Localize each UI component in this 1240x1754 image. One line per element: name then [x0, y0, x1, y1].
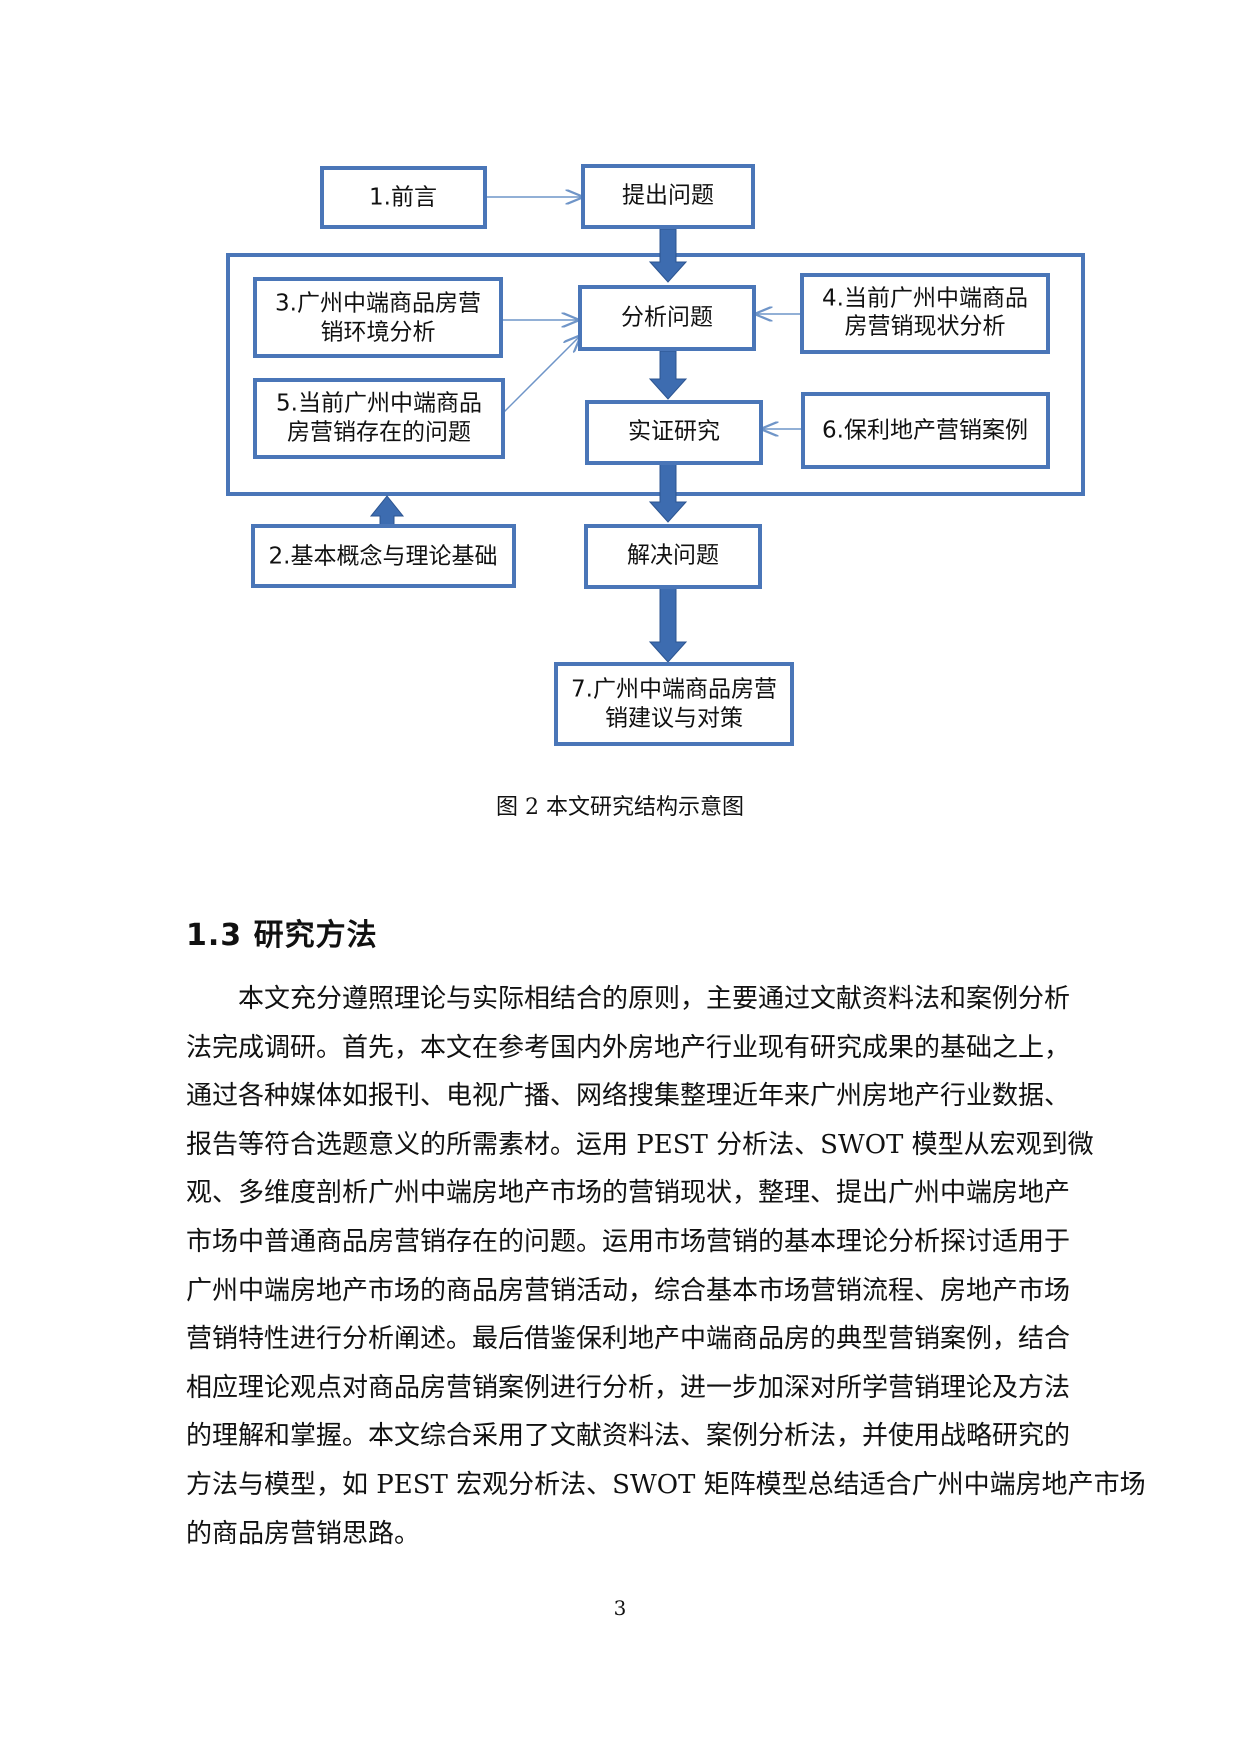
label-suggestions-2: 销建议与对策	[605, 706, 743, 732]
thick-arrow-analyze-to-empirical	[648, 350, 688, 400]
figure-caption: 图 2 本文研究结构示意图	[496, 795, 744, 820]
paragraph-line: 的理解和掌握。本文综合采用了文献资料法、案例分析法，并使用战略研究的	[186, 1421, 1071, 1452]
box-intro	[320, 166, 487, 229]
paragraph-line: 相应理论观点对商品房营销案例进行分析，进一步加深对所学营销理论及方法	[186, 1372, 1071, 1403]
paragraph-line: 的商品房营销思路。	[186, 1518, 421, 1549]
label-issues-1: 5.当前广州中端商品	[276, 391, 482, 417]
box-theory	[251, 524, 516, 588]
paragraph-line: 报告等符合选题意义的所需素材。运用 PEST 分析法、SWOT 模型从宏观到微	[186, 1129, 1094, 1160]
label-empirical: 实证研究	[628, 419, 720, 445]
thick-arrow-empirical-to-solve	[648, 462, 688, 523]
paragraph-line: 本文充分遵照理论与实际相结合的原则，主要通过文献资料法和案例分析	[186, 984, 1071, 1014]
paragraph-line: 法完成调研。首先，本文在参考国内外房地产行业现有研究成果的基础之上，	[186, 1032, 1071, 1063]
label-issues-2: 房营销存在的问题	[287, 420, 471, 446]
paragraph-line: 市场中普通商品房营销存在的问题。运用市场营销的基本理论分析探讨适用于	[186, 1226, 1071, 1257]
box-status	[800, 273, 1050, 354]
label-case: 6.保利地产营销案例	[822, 418, 1028, 444]
label-analyze-problem: 分析问题	[621, 305, 713, 331]
thin-arrow-issue-to-analyze	[503, 336, 580, 413]
paragraph-line: 观、多维度剖析广州中端房地产市场的营销现状，整理、提出广州中端房地产	[186, 1178, 1071, 1209]
label-environment-2: 销环境分析	[321, 320, 436, 346]
box-environment	[253, 277, 503, 358]
label-environment-1: 3.广州中端商品房营	[275, 291, 481, 317]
paragraph-line: 广州中端房地产市场的商品房营销活动，综合基本市场营销流程、房地产市场	[186, 1275, 1071, 1306]
body-paragraph: 本文充分遵照理论与实际相结合的原则，主要通过文献资料法和案例分析 法完成调研。首…	[186, 975, 1146, 1558]
paragraph-line: 通过各种媒体如报刊、电视广播、网络搜集整理近年来广州房地产行业数据、	[186, 1081, 1071, 1112]
label-status-1: 4.当前广州中端商品	[822, 286, 1028, 312]
box-raise-problem	[581, 164, 755, 229]
label-suggestions-1: 7.广州中端商品房营	[571, 677, 777, 703]
box-suggestions	[554, 662, 794, 746]
label-raise-problem: 提出问题	[622, 183, 714, 209]
section-heading: 1.3 研究方法	[186, 918, 378, 953]
label-intro: 1.前言	[369, 185, 437, 211]
box-issues	[253, 378, 505, 459]
paragraph-line: 方法与模型，如 PEST 宏观分析法、SWOT 矩阵模型总结适合广州中端房地产市…	[186, 1469, 1146, 1500]
label-status-2: 房营销现状分析	[845, 314, 1006, 340]
box-case	[801, 392, 1050, 469]
box-analyze-problem	[578, 285, 756, 351]
research-structure-flowchart: 1.前言 提出问题 3.广州中端商品房营 销环境分析 分析问题 4.当前广州中端…	[226, 164, 1085, 746]
box-empirical	[585, 400, 763, 465]
label-solve-problem: 解决问题	[627, 543, 719, 569]
box-solve-problem	[584, 524, 762, 589]
paragraph-line: 营销特性进行分析阐述。最后借鉴保利地产中端商品房的典型营销案例，结合	[186, 1324, 1071, 1355]
label-theory: 2.基本概念与理论基础	[269, 544, 498, 570]
page-number: 3	[613, 1596, 627, 1620]
thick-arrow-solve-to-suggest	[648, 586, 688, 663]
thick-arrow-raise-to-analyze	[648, 228, 688, 283]
